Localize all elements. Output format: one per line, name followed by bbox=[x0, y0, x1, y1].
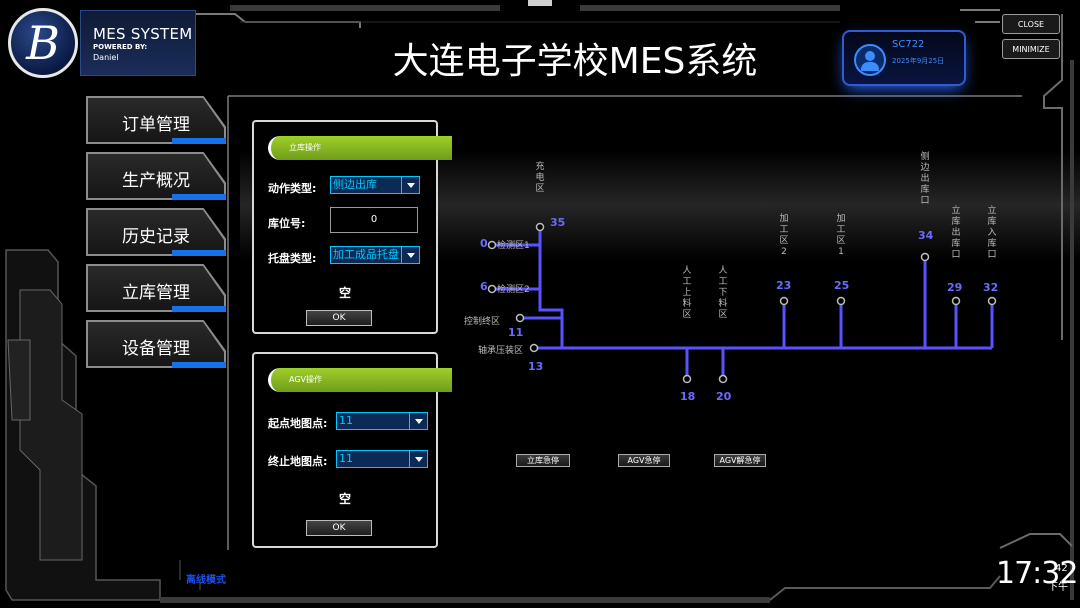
menu-item-label: 订单管理 bbox=[122, 115, 190, 135]
menu-item-equipment[interactable]: 设备管理 bbox=[86, 320, 226, 368]
start-point-select[interactable]: 11 bbox=[336, 412, 428, 430]
node-11 bbox=[515, 313, 525, 323]
node-6 bbox=[487, 284, 497, 294]
node-35 bbox=[535, 222, 545, 232]
menu-item-orders[interactable]: 订单管理 bbox=[86, 96, 226, 144]
clock-ampm: 下午 bbox=[1048, 582, 1068, 593]
node-number: 0 bbox=[480, 237, 488, 250]
panel-header-label: 立库操作 bbox=[289, 143, 321, 152]
menu-item-label: 历史记录 bbox=[122, 227, 190, 247]
warehouse-ok-button[interactable]: OK bbox=[306, 310, 372, 326]
warehouse-operation-panel: 立库操作 动作类型: 侧边出库 库位号: 0 托盘类型: 加工成品托盘 空 OK bbox=[252, 120, 452, 334]
menu-item-history[interactable]: 历史记录 bbox=[86, 208, 226, 256]
node-25 bbox=[836, 296, 846, 306]
user-name: SC722 bbox=[892, 39, 925, 50]
powered-by: POWERED BY: bbox=[93, 43, 148, 51]
node-13 bbox=[529, 343, 539, 353]
chevron-down-icon bbox=[401, 177, 419, 193]
menu-item-label: 生产概况 bbox=[122, 171, 190, 191]
node-number: 23 bbox=[776, 279, 792, 292]
menu-item-label: 立库管理 bbox=[122, 283, 190, 303]
agv-operation-panel: AGV操作 起点地图点: 11 终止地图点: 11 空 OK bbox=[252, 352, 452, 548]
pallet-type-label: 托盘类型: bbox=[268, 252, 317, 265]
node-label: 检测区2 bbox=[497, 285, 530, 295]
action-type-value: 侧边出库 bbox=[333, 178, 377, 191]
agv-status: 空 bbox=[338, 492, 351, 506]
menu-item-production[interactable]: 生产概况 bbox=[86, 152, 226, 200]
node-label: 轴承压装区 bbox=[478, 346, 524, 356]
clock-seconds: 42 bbox=[1055, 563, 1068, 574]
node-label: 立库入库口 bbox=[987, 206, 997, 260]
chevron-down-icon bbox=[409, 451, 427, 467]
author-name: Daniel bbox=[93, 53, 119, 62]
action-type-select[interactable]: 侧边出库 bbox=[330, 176, 420, 194]
node-label: 加工区2 bbox=[779, 214, 789, 257]
node-32 bbox=[987, 296, 997, 306]
offline-mode-indicator: 离线模式 bbox=[186, 575, 226, 586]
page-title: 大连电子学校MES系统 bbox=[392, 41, 758, 82]
warehouse-status: 空 bbox=[338, 286, 351, 300]
warehouse-estop-button[interactable]: 立库急停 bbox=[516, 454, 570, 467]
node-number: 34 bbox=[918, 229, 934, 242]
clock-time: 17:32 bbox=[996, 556, 1078, 591]
menu-item-warehouse[interactable]: 立库管理 bbox=[86, 264, 226, 312]
user-card: SC722 2025年9月25日 bbox=[842, 30, 966, 86]
action-type-label: 动作类型: bbox=[268, 182, 317, 195]
node-18 bbox=[682, 374, 692, 384]
node-34 bbox=[920, 252, 930, 262]
node-label: 人工下料区 bbox=[718, 266, 728, 320]
agv-release-estop-button[interactable]: AGV解急停 bbox=[714, 454, 766, 467]
node-number: 32 bbox=[983, 281, 999, 294]
start-point-label: 起点地图点: bbox=[268, 417, 328, 430]
close-button[interactable]: CLOSE bbox=[1002, 14, 1060, 34]
minimize-button[interactable]: MINIMIZE bbox=[1002, 39, 1060, 59]
node-number: 29 bbox=[947, 281, 963, 294]
app-logo: B bbox=[8, 8, 78, 78]
node-23 bbox=[779, 296, 789, 306]
logo-letter: B bbox=[26, 16, 60, 70]
pallet-type-select[interactable]: 加工成品托盘 bbox=[330, 246, 420, 264]
node-label: 人工上料区 bbox=[682, 266, 692, 320]
start-point-value: 11 bbox=[339, 414, 353, 427]
node-number: 25 bbox=[834, 279, 850, 292]
node-number: 13 bbox=[528, 360, 544, 373]
chevron-down-icon bbox=[401, 247, 419, 263]
node-number: 18 bbox=[680, 390, 696, 403]
node-29 bbox=[951, 296, 961, 306]
panel-header: 立库操作 bbox=[268, 136, 452, 160]
slot-label: 库位号: bbox=[268, 217, 306, 230]
node-20 bbox=[718, 374, 728, 384]
node-number: 6 bbox=[480, 280, 488, 293]
slot-input[interactable]: 0 bbox=[330, 207, 418, 233]
node-label: 充电区 bbox=[535, 162, 545, 194]
node-number: 35 bbox=[550, 216, 566, 229]
node-label: 加工区1 bbox=[836, 214, 846, 257]
route-lines bbox=[492, 227, 994, 378]
panel-header-label: AGV操作 bbox=[289, 375, 323, 384]
user-date: 2025年9月25日 bbox=[892, 57, 945, 65]
system-name: MES SYSTEM bbox=[93, 25, 193, 43]
node-label: 侧边出库口 bbox=[920, 152, 930, 206]
node-label: 控制终区 bbox=[464, 317, 501, 327]
brand-panel: MES SYSTEM POWERED BY: Daniel bbox=[80, 10, 196, 76]
user-avatar-icon bbox=[854, 44, 886, 76]
end-point-value: 11 bbox=[339, 452, 353, 465]
panel-header: AGV操作 bbox=[268, 368, 452, 392]
agv-estop-button[interactable]: AGV急停 bbox=[618, 454, 670, 467]
menu-item-label: 设备管理 bbox=[122, 339, 190, 359]
node-number: 20 bbox=[716, 390, 732, 403]
end-point-label: 终止地图点: bbox=[268, 455, 328, 468]
pallet-type-value: 加工成品托盘 bbox=[333, 248, 399, 261]
node-label: 立库出库口 bbox=[951, 206, 961, 260]
end-point-select[interactable]: 11 bbox=[336, 450, 428, 468]
chevron-down-icon bbox=[409, 413, 427, 429]
agv-ok-button[interactable]: OK bbox=[306, 520, 372, 536]
node-label: 检测区1 bbox=[497, 241, 530, 251]
node-number: 11 bbox=[508, 326, 524, 339]
node-0 bbox=[487, 240, 497, 250]
